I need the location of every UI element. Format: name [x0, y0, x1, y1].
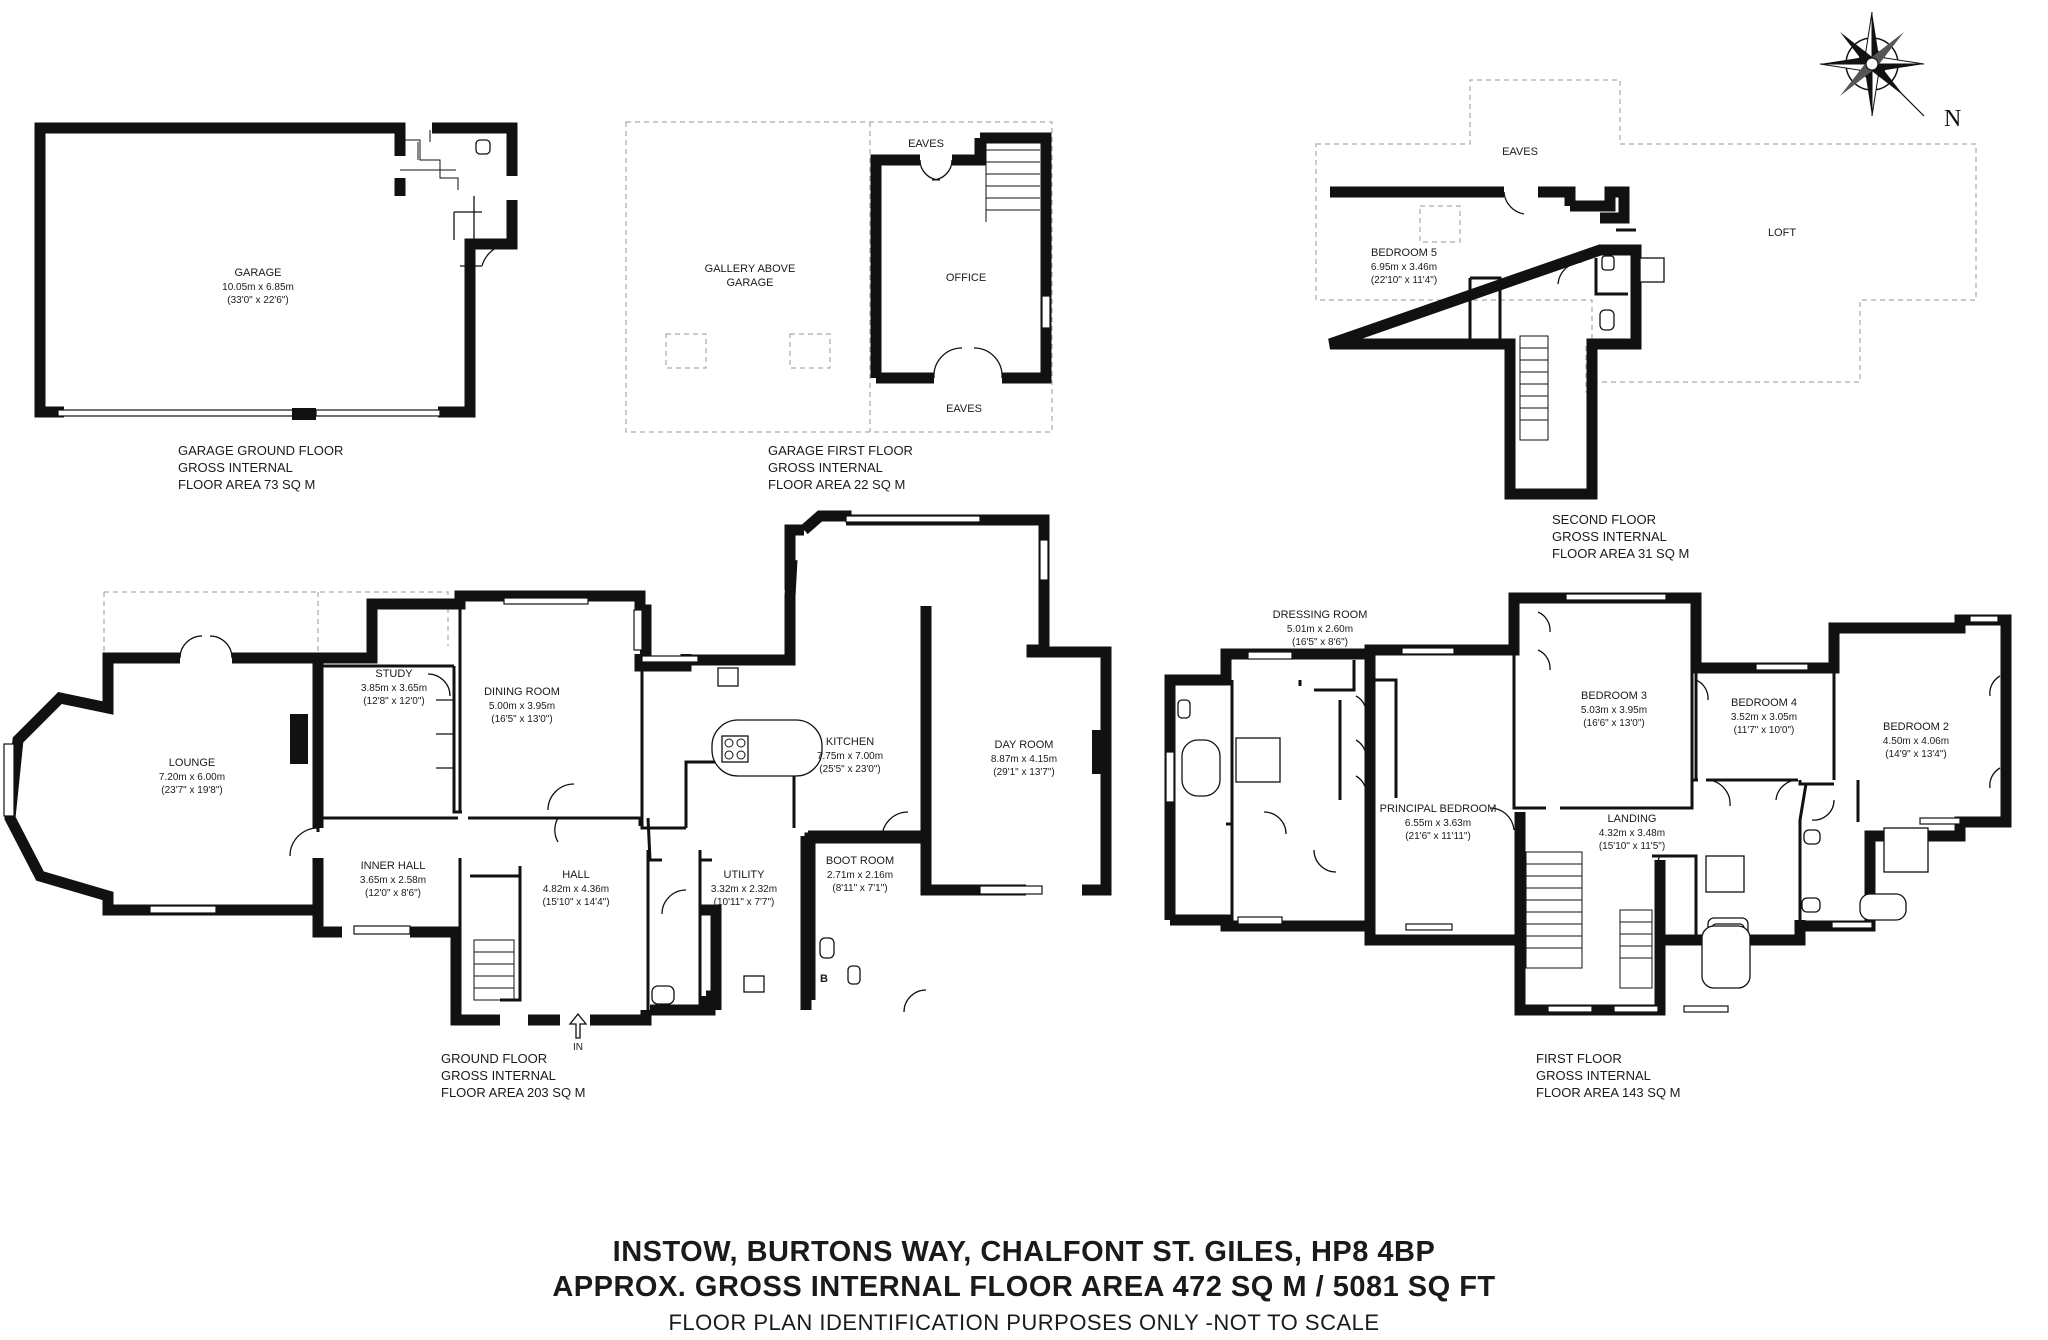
dining-imperial: (16'5" x 13'0"): [491, 714, 553, 725]
kitchen-imperial: (25'5" x 23'0"): [819, 764, 881, 775]
landing-metric: 4.32m x 3.48m: [1599, 828, 1665, 839]
bedroom2-imperial: (14'9" x 13'4"): [1885, 749, 1947, 760]
garage-first-floor: GALLERY ABOVE GARAGE OFFICE EAVES EAVES …: [625, 121, 1053, 492]
hall-metric: 4.82m x 4.36m: [543, 884, 609, 895]
bedroom5-name: BEDROOM 5: [1371, 247, 1437, 259]
kitchen-metric: 7.75m x 7.00m: [817, 751, 883, 762]
first-floor: DRESSING ROOM 5.01m x 2.60m (16'5" x 8'6…: [1164, 592, 2012, 1100]
dining-metric: 5.00m x 3.95m: [489, 701, 555, 712]
bedroom2-name: BEDROOM 2: [1883, 721, 1949, 733]
north-label: N: [1944, 106, 1961, 132]
gallery-name-1: GALLERY ABOVE: [705, 263, 796, 275]
utility-imperial: (10'11" x 7'7"): [714, 897, 775, 908]
principal-metric: 6.55m x 3.63m: [1405, 818, 1471, 829]
ground-caption-3: FLOOR AREA 203 SQ M: [441, 1085, 586, 1100]
bedroom4-metric: 3.52m x 3.05m: [1731, 712, 1797, 723]
bootroom-imperial: (8'11" x 7'1"): [832, 883, 887, 894]
second-floor: BEDROOM 5 6.95m x 3.46m (22'10" x 11'4")…: [1315, 79, 1977, 561]
bedroom3-metric: 5.03m x 3.95m: [1581, 705, 1647, 716]
hall-imperial: (15'10" x 14'4"): [542, 897, 609, 908]
landing-name: LANDING: [1608, 813, 1657, 825]
bedroom3-name: BEDROOM 3: [1581, 690, 1647, 702]
disclaimer: FLOOR PLAN IDENTIFICATION PURPOSES ONLY …: [668, 1310, 1380, 1335]
lounge-imperial: (23'7" x 19'8"): [161, 785, 223, 796]
eaves-c-name: EAVES: [1502, 146, 1538, 158]
bedroom5-metric: 6.95m x 3.46m: [1371, 262, 1437, 273]
ground-floor: LOUNGE 7.20m x 6.00m (23'7" x 19'8") STU…: [3, 510, 1112, 1100]
bedroom2-metric: 4.50m x 4.06m: [1883, 736, 1949, 747]
office-name: OFFICE: [946, 272, 986, 284]
innerhall-metric: 3.65m x 2.58m: [360, 875, 426, 886]
bedroom3-imperial: (16'6" x 13'0"): [1583, 718, 1645, 729]
garage-imperial: (33'0" x 22'6"): [227, 295, 289, 306]
lounge-metric: 7.20m x 6.00m: [159, 772, 225, 783]
loft-name: LOFT: [1768, 227, 1796, 239]
second-caption-2: GROSS INTERNAL: [1552, 529, 1667, 544]
ground-caption-1: GROUND FLOOR: [441, 1051, 547, 1066]
eaves-a-name: EAVES: [908, 138, 944, 150]
hall-name: HALL: [562, 869, 590, 881]
innerhall-imperial: (12'0" x 8'6"): [365, 888, 421, 899]
second-caption-1: SECOND FLOOR: [1552, 512, 1656, 527]
study-name: STUDY: [375, 668, 413, 680]
bedroom4-imperial: (11'7" x 10'0"): [1734, 725, 1795, 736]
dayroom-imperial: (29'1" x 13'7"): [993, 767, 1055, 778]
study-imperial: (12'8" x 12'0"): [363, 696, 425, 707]
utility-name: UTILITY: [724, 869, 766, 881]
compass-rose-icon: N: [1819, 11, 1961, 132]
eaves-b-name: EAVES: [946, 403, 982, 415]
kitchen-name: KITCHEN: [826, 736, 874, 748]
dressing-imperial: (16'5" x 8'6"): [1292, 637, 1348, 648]
ground-caption-2: GROSS INTERNAL: [441, 1068, 556, 1083]
property-address: INSTOW, BURTONS WAY, CHALFONT ST. GILES,…: [612, 1236, 1436, 1268]
innerhall-name: INNER HALL: [361, 860, 426, 872]
first-caption-1: FIRST FLOOR: [1536, 1051, 1622, 1066]
dayroom-name: DAY ROOM: [995, 739, 1054, 751]
dressing-name: DRESSING ROOM: [1273, 609, 1368, 621]
bedroom5-imperial: (22'10" x 11'4"): [1371, 275, 1437, 286]
bootroom-metric: 2.71m x 2.16m: [827, 870, 893, 881]
garage-ground-floor: GARAGE 10.05m x 6.85m (33'0" x 22'6") GA…: [34, 122, 518, 492]
garage-ground-caption-3: FLOOR AREA 73 SQ M: [178, 477, 315, 492]
garage-ground-caption-1: GARAGE GROUND FLOOR: [178, 443, 343, 458]
dining-name: DINING ROOM: [484, 686, 560, 698]
utility-metric: 3.32m x 2.32m: [711, 884, 777, 895]
bedroom4-name: BEDROOM 4: [1731, 697, 1797, 709]
boiler-label: B: [820, 973, 828, 985]
dressing-metric: 5.01m x 2.60m: [1287, 624, 1353, 635]
principal-name: PRINCIPAL BEDROOM: [1380, 803, 1497, 815]
garage-first-caption-3: FLOOR AREA 22 SQ M: [768, 477, 905, 492]
first-caption-2: GROSS INTERNAL: [1536, 1068, 1651, 1083]
first-caption-3: FLOOR AREA 143 SQ M: [1536, 1085, 1681, 1100]
entrance-label: IN: [573, 1042, 583, 1053]
bootroom-name: BOOT ROOM: [826, 855, 894, 867]
study-metric: 3.85m x 3.65m: [361, 683, 427, 694]
second-caption-3: FLOOR AREA 31 SQ M: [1552, 546, 1689, 561]
garage-first-caption-1: GARAGE FIRST FLOOR: [768, 443, 913, 458]
dayroom-metric: 8.87m x 4.15m: [991, 754, 1057, 765]
garage-first-caption-2: GROSS INTERNAL: [768, 460, 883, 475]
garage-metric: 10.05m x 6.85m: [222, 282, 294, 293]
gallery-name-2: GARAGE: [726, 277, 773, 289]
landing-imperial: (15'10" x 11'5"): [1599, 841, 1665, 852]
lounge-name: LOUNGE: [169, 757, 215, 769]
principal-imperial: (21'6" x 11'11"): [1405, 831, 1471, 842]
garage-name: GARAGE: [234, 267, 281, 279]
entrance-arrow-icon: [568, 1012, 588, 1039]
garage-ground-caption-2: GROSS INTERNAL: [178, 460, 293, 475]
total-floor-area: APPROX. GROSS INTERNAL FLOOR AREA 472 SQ…: [552, 1271, 1496, 1303]
